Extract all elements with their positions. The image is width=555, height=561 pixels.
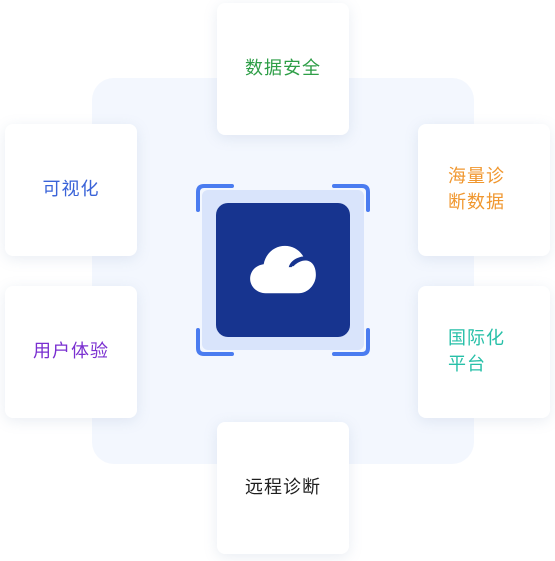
card-mass-diagnostic-data: 海量诊断数据: [418, 124, 550, 256]
cloud-icon: [250, 245, 316, 294]
card-data-security: 数据安全: [217, 3, 349, 135]
corner-top-right: [332, 184, 370, 212]
card-user-experience: 用户体验: [5, 286, 137, 418]
core-tile: [216, 203, 350, 337]
core-hub: [196, 184, 370, 356]
card-visualization: 可视化: [5, 124, 137, 256]
card-label-data-security: 数据安全: [245, 58, 321, 79]
card-label-user-experience: 用户体验: [33, 341, 109, 362]
card-label-international-platform: 国际化平台: [448, 328, 505, 375]
card-label-mass-diagnostic-data: 海量诊断数据: [448, 166, 505, 213]
corner-bottom-right: [332, 328, 370, 356]
core-corner-brackets: [196, 184, 370, 356]
card-label-remote-diagnosis: 远程诊断: [245, 477, 321, 498]
card-label-visualization: 可视化: [42, 179, 100, 200]
corner-bottom-left: [196, 328, 234, 356]
card-remote-diagnosis: 远程诊断: [217, 422, 349, 554]
corner-top-left: [196, 184, 234, 212]
card-international-platform: 国际化平台: [418, 286, 550, 418]
